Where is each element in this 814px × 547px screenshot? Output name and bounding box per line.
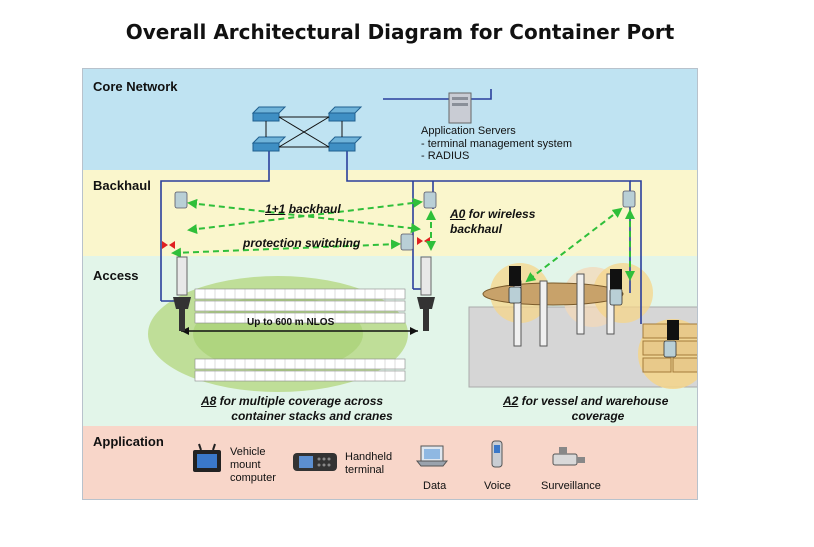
vessel-coverage-text: for vessel and warehouse: [518, 394, 669, 408]
handheld-terminal-icon: [293, 453, 337, 471]
application-layer: Application: [83, 426, 697, 499]
container-coverage-text: for multiple coverage across: [216, 394, 384, 408]
crane-heads: [509, 266, 679, 340]
surveillance-label: Surveillance: [541, 480, 601, 492]
vehicle-label-3: computer: [230, 472, 276, 484]
core-switches: [251, 106, 363, 152]
wireless-backhaul-label-line2: backhaul: [450, 222, 503, 236]
distance-label: Up to 600 m NLOS: [247, 317, 335, 328]
container-coverage-label-line2: container stacks and cranes: [231, 409, 393, 423]
container-coverage-label: A8 for multiple coverage across: [201, 394, 383, 408]
voice-label: Voice: [484, 480, 511, 492]
core-network-layer: Core Network: [83, 69, 697, 170]
network-drawing: [148, 89, 697, 472]
laptop-icon: [415, 445, 449, 467]
camera-icon: [552, 447, 585, 466]
container-stack-bottom: [194, 358, 406, 382]
application-label: Application: [93, 434, 164, 449]
application-server: [448, 92, 472, 124]
servers-heading: Application Servers: [421, 125, 516, 137]
architecture-diagram: Core Network Backhaul Access Application: [82, 68, 698, 500]
vessel-coverage-label-line2: coverage: [571, 409, 625, 423]
vessel: [482, 282, 624, 306]
backhaul-1plus1-text: backhaul: [285, 202, 341, 216]
core-network-label: Core Network: [93, 79, 178, 94]
wireless-backhaul-id: A0: [450, 207, 466, 221]
container-stack-top: [194, 288, 406, 324]
protection-switching-label: protection switching: [243, 236, 361, 250]
vehicle-label-1: Vehicle: [230, 446, 266, 458]
vehicle-computer-icon: [193, 443, 221, 472]
data-label: Data: [423, 480, 447, 492]
backhaul-1plus1-label: 1+1 backhaul: [265, 202, 341, 216]
servers-item-tms: - terminal management system: [421, 138, 572, 150]
wireless-backhaul-label: A0 for wireless: [450, 207, 535, 221]
vehicle-label-2: mount: [230, 459, 261, 471]
handheld-label-1: Handheld: [345, 451, 393, 463]
handheld-label-2: terminal: [345, 464, 385, 476]
vessel-radios: [508, 286, 677, 358]
wireless-links: [171, 197, 635, 283]
vessel-coverage-label: A2 for vessel and warehouse: [503, 394, 668, 408]
backhaul-1plus1-id: 1+1: [265, 202, 286, 216]
container-coverage-id: A8: [201, 394, 217, 408]
backhaul-radios: [174, 190, 636, 251]
diagram-title: Overall Architectural Diagram for Contai…: [125, 20, 675, 44]
wireless-backhaul-text: for wireless: [465, 207, 536, 221]
backhaul-label: Backhaul: [93, 178, 151, 193]
servers-item-radius: - RADIUS: [421, 150, 470, 162]
vessel-coverage-id: A2: [503, 394, 519, 408]
access-towers: [173, 256, 435, 331]
access-label: Access: [93, 268, 139, 283]
phone-icon: [491, 440, 503, 468]
